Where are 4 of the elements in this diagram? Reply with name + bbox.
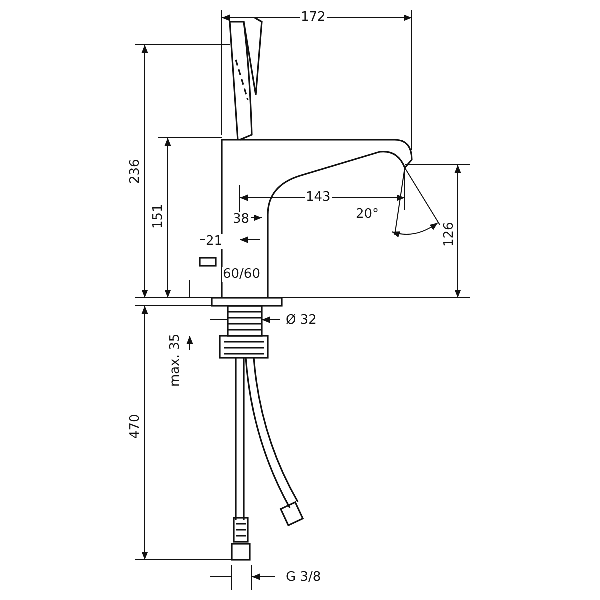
dimension-label: 21 bbox=[205, 234, 224, 249]
dimension-label: G 3/8 bbox=[285, 570, 322, 585]
dimension-label: 38 bbox=[232, 212, 251, 227]
dimension-label: 60/60 bbox=[222, 267, 262, 282]
